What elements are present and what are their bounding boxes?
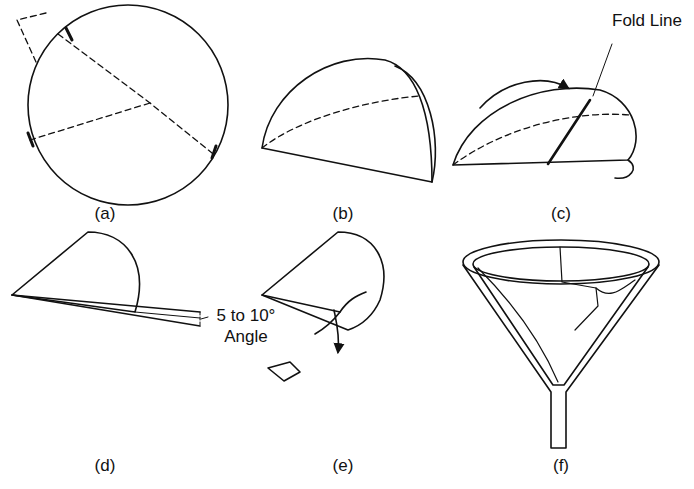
paper-half [262,58,435,182]
paper-circle [17,5,228,205]
step-label: (a) [95,203,116,224]
fold-line-label: Fold Line [612,10,682,31]
step-label: (c) [551,203,571,224]
paper-second-fold [453,44,636,178]
paper-quarter [12,232,208,326]
step-label: (d) [95,455,116,476]
angle-label: 5 to 10° Angle [208,305,284,348]
step-label: (b) [333,203,354,224]
paper-torn-corner [262,232,384,381]
funnel [463,240,659,448]
step-label: (f) [553,455,569,476]
step-label: (e) [333,455,354,476]
